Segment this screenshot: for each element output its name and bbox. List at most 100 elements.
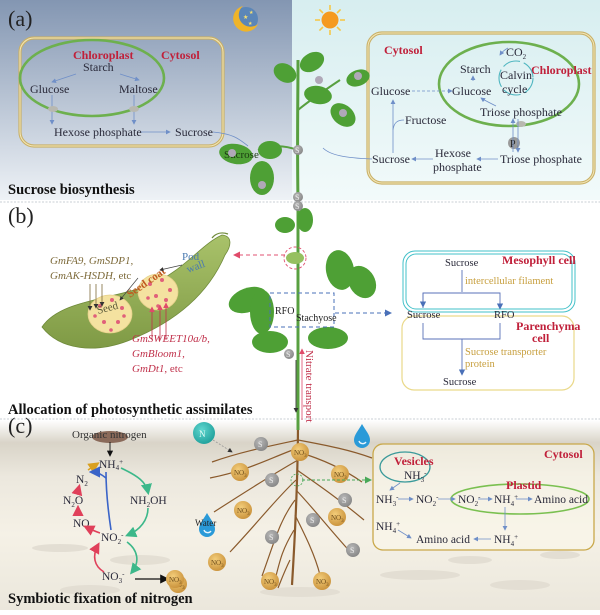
- leaf-sucrose-marker: [354, 72, 362, 80]
- chloroplast-membrane: [437, 40, 581, 128]
- n2-ball: N: [193, 422, 215, 444]
- svg-text:S: S: [269, 476, 273, 485]
- panel-a-letter: (a): [8, 6, 32, 31]
- parenchyma-label-2: cell: [532, 331, 550, 345]
- hexose-label: Hexose: [435, 146, 471, 160]
- svg-text:S: S: [269, 533, 273, 542]
- leaf-sucrose-marker: [228, 149, 236, 157]
- vesicles-label: Vesicles: [394, 454, 434, 468]
- water-label: Water: [195, 518, 216, 528]
- sulfur-ball: S: [338, 493, 352, 507]
- svg-text:★: ★: [243, 14, 248, 21]
- sucrose-top: Sucrose: [445, 258, 479, 269]
- sucrose-marker: S: [293, 145, 303, 155]
- leaf: [258, 141, 282, 159]
- starch-label: Starch: [83, 60, 114, 74]
- nh3-vesicle: NH3-: [404, 469, 427, 484]
- leaf: [308, 327, 348, 349]
- svg-text:S: S: [295, 146, 299, 155]
- organic-nitrogen-label: Organic nitrogen: [72, 429, 147, 441]
- water-drop-icon: Water: [195, 513, 216, 537]
- leaf-sucrose-marker: [315, 76, 323, 84]
- sucrose-left: Sucrose: [407, 310, 441, 321]
- fructose-label: Fructose: [405, 113, 446, 127]
- sulfur-ball: S: [265, 473, 279, 487]
- leaf-sucrose-marker: [258, 181, 266, 189]
- svg-text:NO3: NO3: [331, 514, 344, 524]
- vesicle: [379, 451, 431, 483]
- sucrose-bottom: Sucrose: [443, 377, 477, 388]
- soybean-plant: Sucrose RFO Stachyose: [219, 51, 377, 353]
- day-cell: Cytosol Chloroplast CO2 Calvin cycle Sta…: [322, 31, 596, 185]
- pod-wall-label: Pod: [182, 251, 200, 263]
- panel-c: (c) Organic nitrogen NH4+ N2 N2O NO NH2O…: [0, 200, 600, 610]
- flower-cluster: [286, 252, 304, 264]
- svg-text:NO3: NO3: [234, 469, 247, 479]
- leaf: [299, 51, 325, 73]
- transporter: [48, 106, 58, 112]
- triose-phosphate-cytosol-label: Triose phosphate: [500, 152, 582, 166]
- cycle-label: cycle: [502, 82, 527, 96]
- panel-b-letter: (b): [8, 203, 34, 228]
- leaf: [250, 290, 274, 334]
- nitrate-ball: NO3: [234, 501, 252, 519]
- seed: [137, 273, 179, 311]
- nitrate-ball: NO3: [166, 570, 184, 588]
- no2-label: NO2-: [101, 531, 124, 546]
- stachyose-label: Stachyose: [296, 313, 337, 324]
- night-background: [0, 0, 292, 200]
- svg-text:NO3: NO3: [169, 576, 182, 586]
- plastid-label: Plastid: [506, 478, 542, 492]
- no3-label: NO3-: [102, 570, 125, 585]
- panel-b: (b) Pod wall Seed coat Seed GmFA9, GmSDP…: [8, 203, 580, 418]
- panel-c-letter: (c): [8, 413, 32, 438]
- panel-a: (a) ★ ★ ★ Chloroplast Cytosol: [0, 0, 600, 200]
- intercellular-filament-label: intercellular filament: [465, 276, 553, 287]
- svg-text:NO3: NO3: [237, 507, 250, 517]
- co2-label: CO2: [506, 45, 527, 61]
- night-cell: Chloroplast Cytosol Starch Glucose Malto…: [18, 36, 249, 148]
- glucose-chloroplast-label: Glucose: [452, 84, 491, 98]
- cytosol-membrane: [372, 443, 595, 551]
- maltose-label: Maltose: [119, 82, 158, 96]
- svg-text:S: S: [342, 496, 346, 505]
- sucrose-label: Sucrose: [175, 125, 213, 139]
- leaf: [347, 265, 377, 299]
- transporter-label: Sucrose transporter: [465, 347, 547, 358]
- nitrate-balls: NO3NO3NO3NO3NO3NO3NO3NO3NO3NO3: [166, 443, 349, 593]
- nitrate-ball: NO3: [331, 465, 349, 483]
- soybean-pod: Pod wall Seed coat Seed GmFA9, GmSDP1, G…: [41, 232, 231, 375]
- mesophyll-cell: [402, 250, 576, 313]
- svg-text:NO3: NO3: [334, 471, 347, 481]
- genes-top-line-2: GmAK-HSDH, etc: [50, 270, 131, 282]
- svg-text:NO3: NO3: [211, 559, 224, 569]
- sulfur-ball: S: [346, 543, 360, 557]
- nitrate-ball: NO3: [291, 443, 309, 461]
- rfo-label: RFO: [494, 310, 515, 321]
- root-cytosol-cell: Cytosol Vesicles NH3- Plastid NH3- NO2- …: [372, 443, 595, 551]
- hexose-phosphate-label: Hexose phosphate: [54, 125, 142, 139]
- svg-text:NO3: NO3: [316, 578, 329, 588]
- leaf: [252, 331, 288, 353]
- genes-top-line-1: GmFA9, GmSDP1,: [50, 255, 133, 267]
- svg-text:S: S: [295, 202, 299, 211]
- sun-icon: [315, 5, 345, 35]
- nitrate-ball: NO3: [328, 508, 346, 526]
- sucrose-label: Sucrose: [372, 152, 410, 166]
- sulfur-ball: S: [265, 530, 279, 544]
- cytosol-label: Cytosol: [384, 43, 423, 57]
- rfo-stem-label: RFO: [275, 306, 294, 317]
- cell-transport-diagram: Mesophyll cell Parenchyma cell Sucrose i…: [335, 250, 580, 391]
- roots: [209, 419, 373, 589]
- leaf: [275, 217, 295, 233]
- triose-phosphate-chloroplast-label: Triose phosphate: [480, 105, 562, 119]
- amino-acid-plastid: Amino acid: [534, 494, 588, 506]
- sulfur-ball: S: [306, 513, 320, 527]
- leaf: [325, 250, 355, 290]
- chloroplast-membrane: [18, 38, 166, 118]
- svg-text:S: S: [310, 516, 314, 525]
- nh2oh-label: NH2OH: [130, 495, 167, 509]
- nh4-plastid: NH4+: [494, 493, 518, 508]
